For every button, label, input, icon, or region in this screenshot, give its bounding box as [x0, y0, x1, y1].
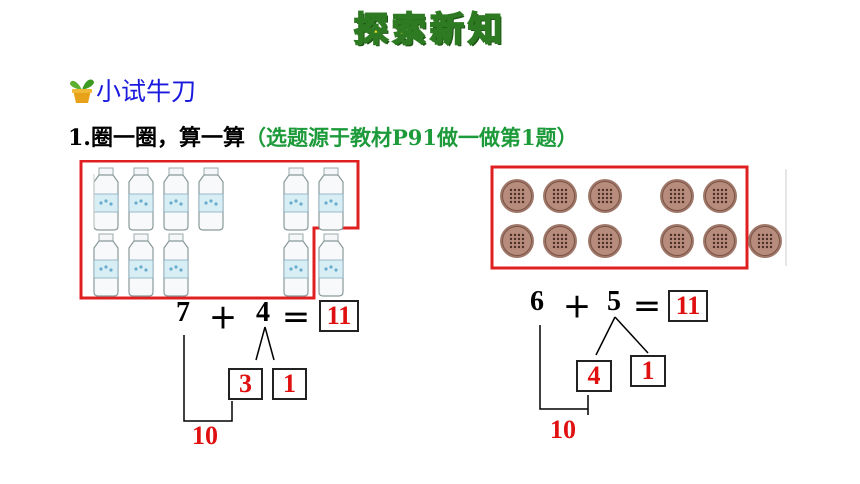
cookie-icon	[659, 223, 695, 259]
left-split-box-1: 3	[228, 368, 263, 400]
cookie-icon	[542, 178, 578, 214]
left-split-lines	[183, 326, 275, 422]
section-heading: 小试牛刀	[96, 77, 197, 106]
right-split-lines	[539, 316, 649, 415]
left-addend-b: 4	[256, 297, 270, 328]
right-plus-sign: ＋	[563, 293, 592, 324]
milk-bottle-icon	[93, 233, 119, 297]
cookie-group	[490, 165, 787, 270]
selection-circle	[79, 160, 360, 300]
right-addend-a: 6	[530, 286, 544, 317]
cookie-icon	[702, 223, 738, 259]
question-line: 1.圈一圈，算一算（选题源于教材P91做一做第1题）	[68, 120, 578, 152]
milk-bottle-icon	[128, 233, 154, 297]
cookie-icon	[587, 178, 623, 214]
question-source: （选题源于教材P91做一做第1题）	[244, 125, 578, 150]
left-ten-label: 10	[192, 421, 218, 450]
bottle-group	[79, 160, 360, 300]
left-equals-sign: ＝	[282, 304, 311, 335]
selection-circle	[490, 165, 749, 270]
cookie-icon	[542, 223, 578, 259]
cookie-icon	[702, 178, 738, 214]
cookie-icon	[659, 178, 695, 214]
milk-bottle-icon	[318, 167, 344, 231]
question-text: 1.圈一圈，算一算	[68, 125, 245, 151]
cookie-icon	[499, 178, 535, 214]
right-answer-box: 11	[668, 290, 708, 322]
left-addend-a: 7	[176, 297, 190, 328]
milk-bottle-icon	[318, 233, 344, 297]
left-plus-sign: ＋	[209, 304, 238, 335]
right-addend-b: 5	[607, 286, 621, 317]
milk-bottle-icon	[128, 167, 154, 231]
left-answer-box: 11	[319, 300, 359, 332]
cookie-icon	[499, 223, 535, 259]
milk-bottle-icon	[163, 233, 189, 297]
milk-bottle-icon	[198, 167, 224, 231]
left-split-box-2: 1	[272, 368, 307, 400]
cookie-icon	[587, 223, 623, 259]
milk-bottle-icon	[283, 167, 309, 231]
milk-bottle-icon	[93, 167, 119, 231]
milk-bottle-icon	[163, 167, 189, 231]
page-title: 探索新知	[353, 9, 506, 51]
milk-bottle-icon	[283, 233, 309, 297]
right-split-box-2: 1	[630, 355, 666, 387]
right-equals-sign: ＝	[633, 293, 662, 324]
cookie-icon	[747, 223, 783, 259]
right-ten-label: 10	[550, 415, 576, 444]
potted-plant-icon	[70, 79, 94, 103]
right-split-box-1: 4	[576, 360, 612, 392]
